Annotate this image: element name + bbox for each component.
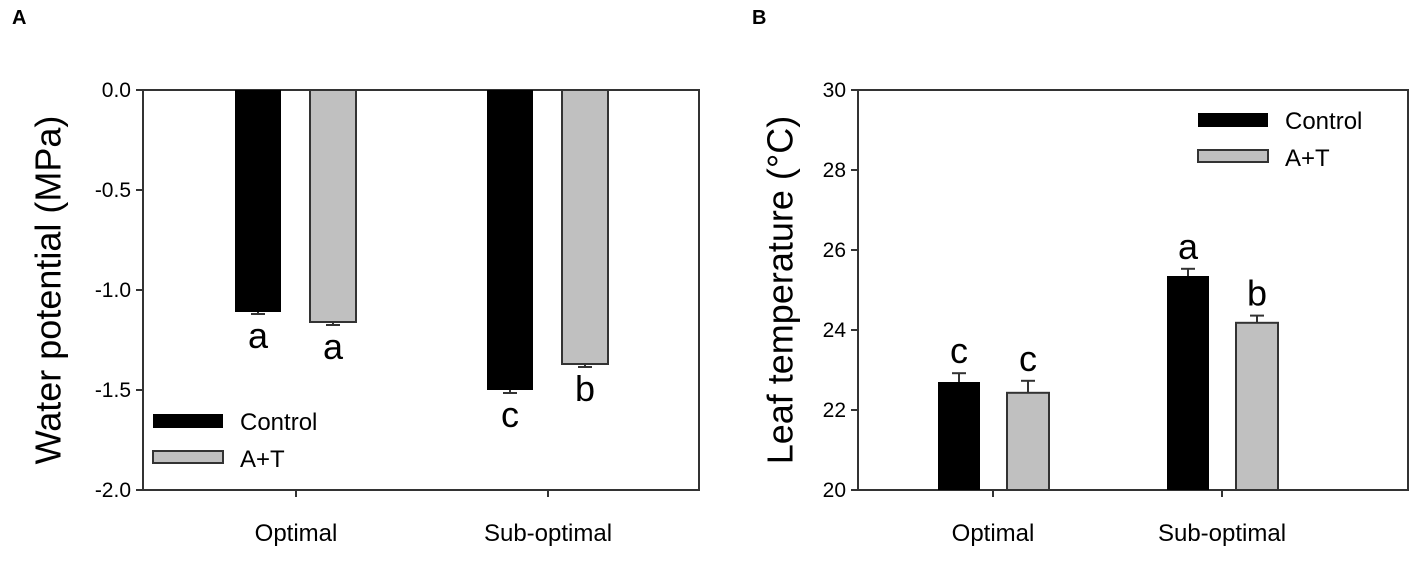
y-tick-label: 26 — [823, 239, 846, 262]
bar-control — [235, 90, 281, 312]
y-tick-label: -2.0 — [95, 479, 131, 502]
y-tick-label: 28 — [823, 159, 846, 182]
y-tick-label: 0.0 — [102, 79, 131, 102]
legend-swatch-control — [153, 414, 223, 428]
y-tick-label: 22 — [823, 399, 846, 422]
significance-letter: b — [575, 368, 595, 409]
x-category-label: Optimal — [255, 520, 338, 547]
legend-label: A+T — [240, 446, 285, 473]
panel-label: A — [12, 7, 26, 29]
y-tick-label: 30 — [823, 79, 846, 102]
bar-at — [309, 89, 357, 323]
y-tick-label: 24 — [823, 319, 847, 342]
bar-control — [938, 382, 980, 490]
panel-label: B — [752, 7, 766, 29]
legend-swatch-control — [1198, 113, 1268, 127]
y-tick-label: -0.5 — [95, 179, 131, 202]
legend-label: Control — [1285, 108, 1362, 135]
plot-frame — [142, 89, 700, 491]
y-axis-title: Water potential (MPa) — [28, 116, 69, 465]
y-tick-label: 20 — [823, 479, 846, 502]
legend-swatch-at — [1197, 149, 1269, 163]
y-axis-title: Leaf temperature (°C) — [760, 116, 801, 465]
plot-frame — [857, 89, 1409, 491]
significance-letter: c — [950, 330, 968, 371]
x-category-label: Optimal — [952, 520, 1035, 547]
y-tick-label: -1.5 — [95, 379, 131, 402]
x-category-label: Sub-optimal — [484, 520, 612, 547]
legend-label: Control — [240, 409, 317, 436]
significance-letter: a — [248, 315, 269, 356]
legend-label: A+T — [1285, 145, 1330, 172]
y-tick-label: -1.0 — [95, 279, 131, 302]
bar-at — [561, 89, 609, 365]
bar-at — [1006, 391, 1050, 491]
bar-at — [1235, 321, 1279, 491]
significance-letter: a — [323, 326, 344, 367]
bar-control — [1167, 276, 1209, 490]
bar-control — [487, 90, 533, 390]
x-category-label: Sub-optimal — [1158, 520, 1286, 547]
significance-letter: a — [1178, 226, 1199, 267]
legend-swatch-at — [152, 450, 224, 464]
panel-a-water-potential: A 0.0 -0.5 -1.0 -1.5 -2.0 Water potential (MPa… — [12, 7, 700, 547]
significance-letter: c — [501, 394, 519, 435]
significance-letter: b — [1247, 273, 1267, 314]
significance-letter: c — [1019, 338, 1037, 379]
panel-b-leaf-temperature: B 30 28 26 24 22 20 Leaf temperature (°C) Optima… — [752, 7, 1409, 547]
